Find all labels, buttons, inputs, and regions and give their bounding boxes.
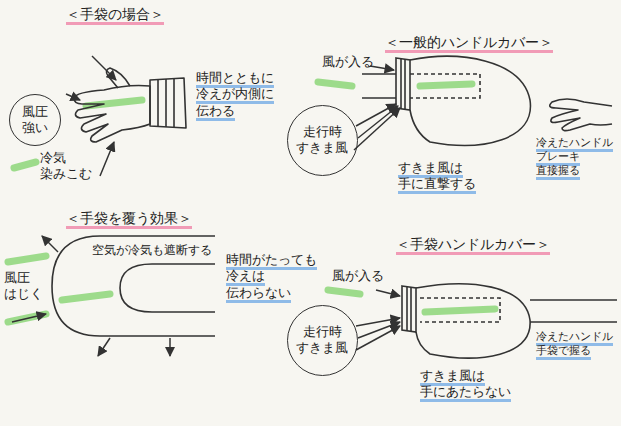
green-highlight [425, 309, 495, 312]
wind-arrow [100, 142, 114, 176]
wind-arrow [12, 314, 46, 322]
wind-arrow [66, 56, 116, 176]
handle-cover-drawing [362, 74, 396, 98]
green-highlight [86, 100, 142, 106]
green-highlight [8, 256, 46, 262]
green-highlight [14, 162, 36, 168]
glove-handle-cover-drawing [420, 298, 500, 322]
glove-drawing [106, 68, 130, 88]
circled-callout: 走行時 すきま風 [287, 105, 358, 176]
green-highlight [420, 84, 472, 86]
note-text: 冷えたハンドル 手袋で握る [536, 330, 618, 358]
glove-handle-cover-drawing [407, 287, 411, 332]
callout-text: 走行時 すきま風 [295, 124, 349, 155]
glove-drawing [74, 85, 150, 142]
glove-handle-cover-drawing [416, 284, 530, 358]
section-heading: ＜一般的ハンドルカバー＞ [385, 34, 553, 52]
mitten-drawing [52, 236, 215, 336]
green-highlight [318, 82, 352, 86]
green-highlight [328, 290, 360, 294]
callout-text: 風圧 強い [20, 104, 50, 135]
handle-cover-drawing [401, 59, 405, 110]
circled-callout: 風圧 強い [9, 94, 61, 146]
handle-cover-drawing [362, 56, 530, 145]
handle-cover-drawing [410, 74, 480, 98]
section-heading: ＜手袋を覆う効果＞ [66, 210, 192, 228]
glove-handle-cover-drawing [530, 300, 617, 322]
note-text: 冷えたハンドル ブレーキ 直接握る [536, 136, 618, 177]
callout-text: 走行時 すきま風 [295, 324, 349, 355]
note-text: すきま風は 手に直撃する [398, 160, 482, 193]
wind-arrow [356, 290, 400, 350]
glove-drawing [150, 78, 186, 128]
wind-arrow [98, 338, 110, 356]
green-highlight [62, 294, 110, 300]
note-text: 風圧 はじく [4, 270, 44, 303]
section-heading: ＜手袋の場合＞ [66, 6, 164, 24]
note-text: 時間とともに 冷えが内側に 伝わる [196, 70, 280, 119]
mitten-drawing [52, 236, 215, 336]
wind-arrow [356, 326, 400, 350]
green-highlight [8, 314, 46, 322]
circled-callout: 走行時 すきま風 [287, 305, 358, 376]
note-text: 風が入る [332, 268, 384, 284]
handle-cover-drawing [396, 58, 410, 110]
section-heading: ＜手袋ハンドルカバー＞ [396, 236, 550, 254]
wind-arrow [66, 94, 80, 100]
hand-drawing [550, 99, 612, 131]
wind-arrow [42, 236, 58, 252]
wind-arrow [354, 108, 400, 150]
green-highlight [8, 82, 495, 322]
note-text: 風が入る [322, 54, 374, 70]
wind-arrow [92, 56, 116, 80]
note-text: 時間がたっても 冷えは 伝わらない [226, 252, 322, 301]
glove-handle-cover-drawing [402, 284, 617, 358]
note-text: 冷気 染みこむ [40, 150, 96, 183]
wind-arrow [169, 338, 171, 356]
handle-cover-drawing [410, 56, 530, 145]
note-text: 空気が冷気も遮断する [92, 243, 212, 258]
wind-arrow [354, 66, 400, 150]
wind-arrow [376, 290, 400, 296]
wind-arrow [358, 106, 398, 138]
glove-drawing [158, 79, 174, 127]
glove-handle-cover-drawing [402, 286, 416, 332]
note-text: すきま風は 手にあたらない [420, 368, 516, 401]
mitten-drawing [120, 264, 215, 312]
hand-drawing [550, 99, 612, 131]
glove-drawing [74, 68, 186, 142]
